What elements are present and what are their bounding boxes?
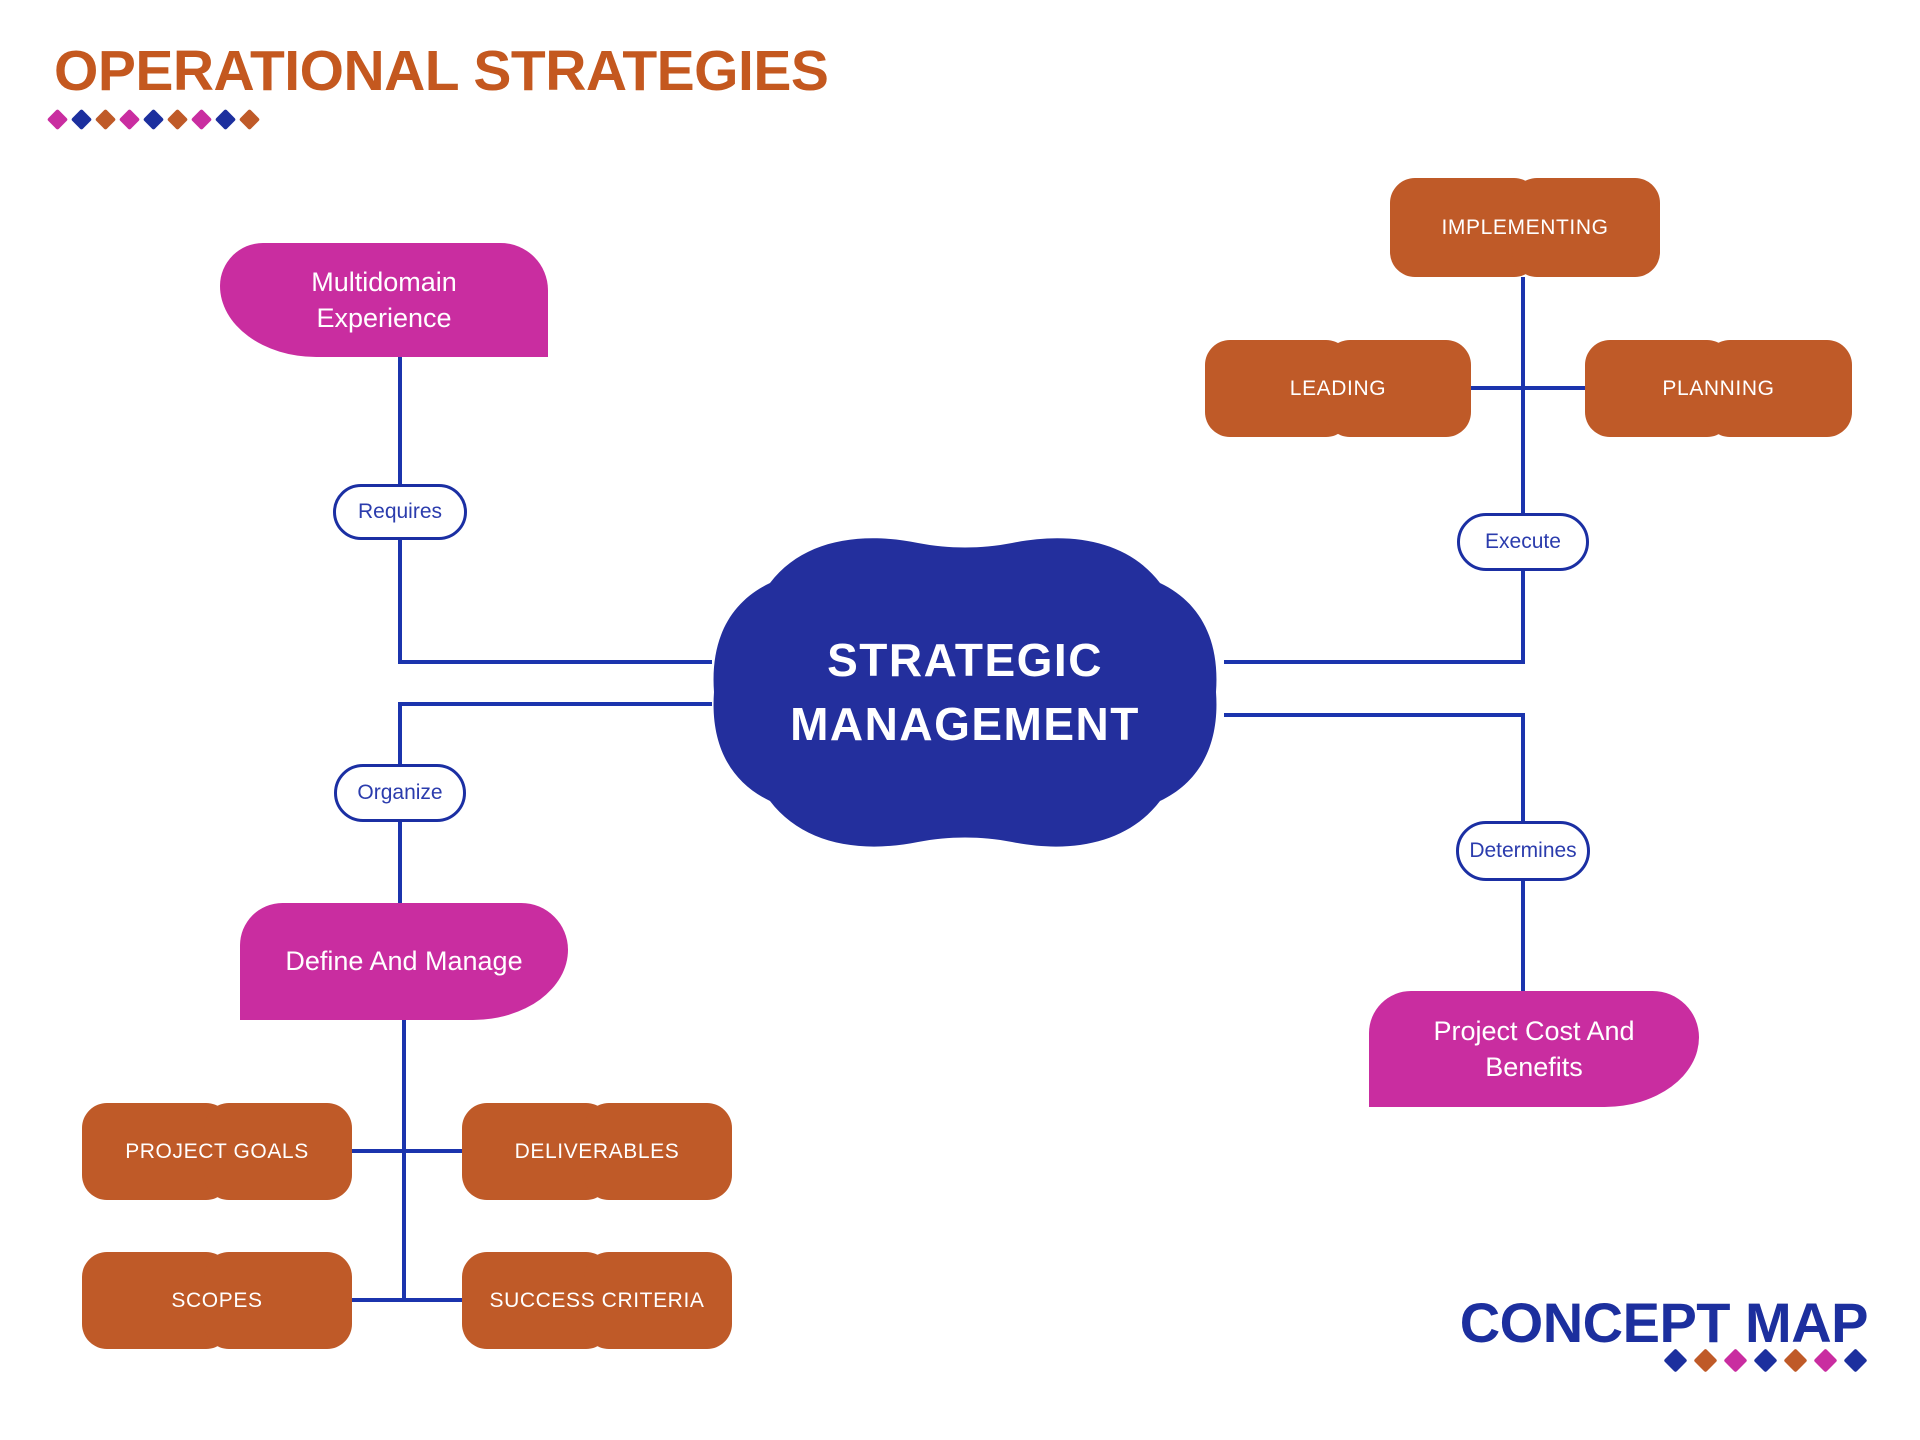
edge-center-to-organize-horizontal (398, 702, 712, 706)
magenta-diamond-icon (1723, 1348, 1748, 1373)
orange-diamond-icon (238, 108, 261, 131)
node-label: SUCCESS CRITERIA (489, 1288, 705, 1312)
edge-center-to-determines-horizontal (1224, 713, 1525, 717)
node-label: IMPLEMENTING (1441, 215, 1609, 239)
footer-diamond-row (1663, 1348, 1868, 1373)
magenta-diamond-icon (190, 108, 213, 131)
center-label-line2: MANAGEMENT (790, 697, 1140, 750)
blue-diamond-icon (70, 108, 93, 131)
edge-implementing-to-center-vertical (1521, 277, 1525, 664)
page-title: OPERATIONAL STRATEGIES (54, 39, 829, 103)
node-define-and-manage: Define And Manage (240, 903, 568, 1020)
node-label: PLANNING (1662, 376, 1775, 400)
center-node-label: STRATEGIC MANAGEMENT (690, 525, 1240, 860)
edge-label-execute: Execute (1457, 513, 1589, 571)
node-label: DELIVERABLES (514, 1139, 680, 1163)
edge-execute-to-center-horizontal (1224, 660, 1525, 664)
box-right-lobe (583, 1103, 732, 1200)
orange-diamond-icon (94, 108, 117, 131)
magenta-diamond-icon (118, 108, 141, 131)
box-right-lobe (583, 1252, 732, 1349)
concept-map-brand: CONCEPT MAP (1459, 1291, 1869, 1354)
node-label: SCOPES (171, 1288, 263, 1312)
edge-multidomain-to-center-horizontal (398, 660, 712, 664)
edge-define-to-children-vertical (402, 1020, 406, 1302)
box-right-lobe (1324, 340, 1471, 437)
magenta-diamond-icon (1813, 1348, 1838, 1373)
node-label: Multidomain Experience (311, 266, 457, 333)
box-right-lobe (1511, 178, 1660, 277)
node-implementing: IMPLEMENTING (1390, 178, 1660, 277)
center-blob-shape (713, 538, 1217, 847)
blue-diamond-icon (1753, 1348, 1778, 1373)
box-right-lobe (203, 1103, 352, 1200)
magenta-diamond-icon (46, 108, 69, 131)
orange-diamond-icon (166, 108, 189, 131)
node-label: LEADING (1289, 376, 1387, 400)
node-deliverables: DELIVERABLES (462, 1103, 732, 1200)
orange-diamond-icon (1783, 1348, 1808, 1373)
orange-diamond-icon (1693, 1348, 1718, 1373)
center-label-line1: STRATEGIC (827, 634, 1103, 687)
edge-label-determines: Determines (1456, 821, 1590, 881)
node-planning: PLANNING (1585, 340, 1852, 437)
node-project-goals: PROJECT GOALS (82, 1103, 352, 1200)
node-label: Project Cost And Benefits (1433, 1015, 1635, 1082)
node-project-cost-and-benefits: Project Cost And Benefits (1369, 991, 1699, 1107)
blue-diamond-icon (1843, 1348, 1868, 1373)
box-right-lobe (203, 1252, 352, 1349)
box-right-lobe (1705, 340, 1852, 437)
title-diamond-row (46, 108, 261, 131)
edge-label-requires: Requires (333, 484, 467, 540)
edge-projectgoals-deliverables (352, 1149, 462, 1153)
blue-diamond-icon (142, 108, 165, 131)
edge-leading-planning (1470, 386, 1585, 390)
node-scopes: SCOPES (82, 1252, 352, 1349)
edge-scopes-successcriteria (352, 1298, 462, 1302)
node-label: Define And Manage (285, 946, 523, 977)
blue-diamond-icon (1663, 1348, 1688, 1373)
node-success-criteria: SUCCESS CRITERIA (462, 1252, 732, 1349)
node-multidomain-experience: Multidomain Experience (220, 243, 548, 357)
node-label: PROJECT GOALS (125, 1139, 309, 1163)
node-strategic-management: STRATEGIC MANAGEMENT (690, 525, 1240, 860)
blue-diamond-icon (214, 108, 237, 131)
edge-label-organize: Organize (334, 764, 466, 822)
node-leading: LEADING (1205, 340, 1471, 437)
